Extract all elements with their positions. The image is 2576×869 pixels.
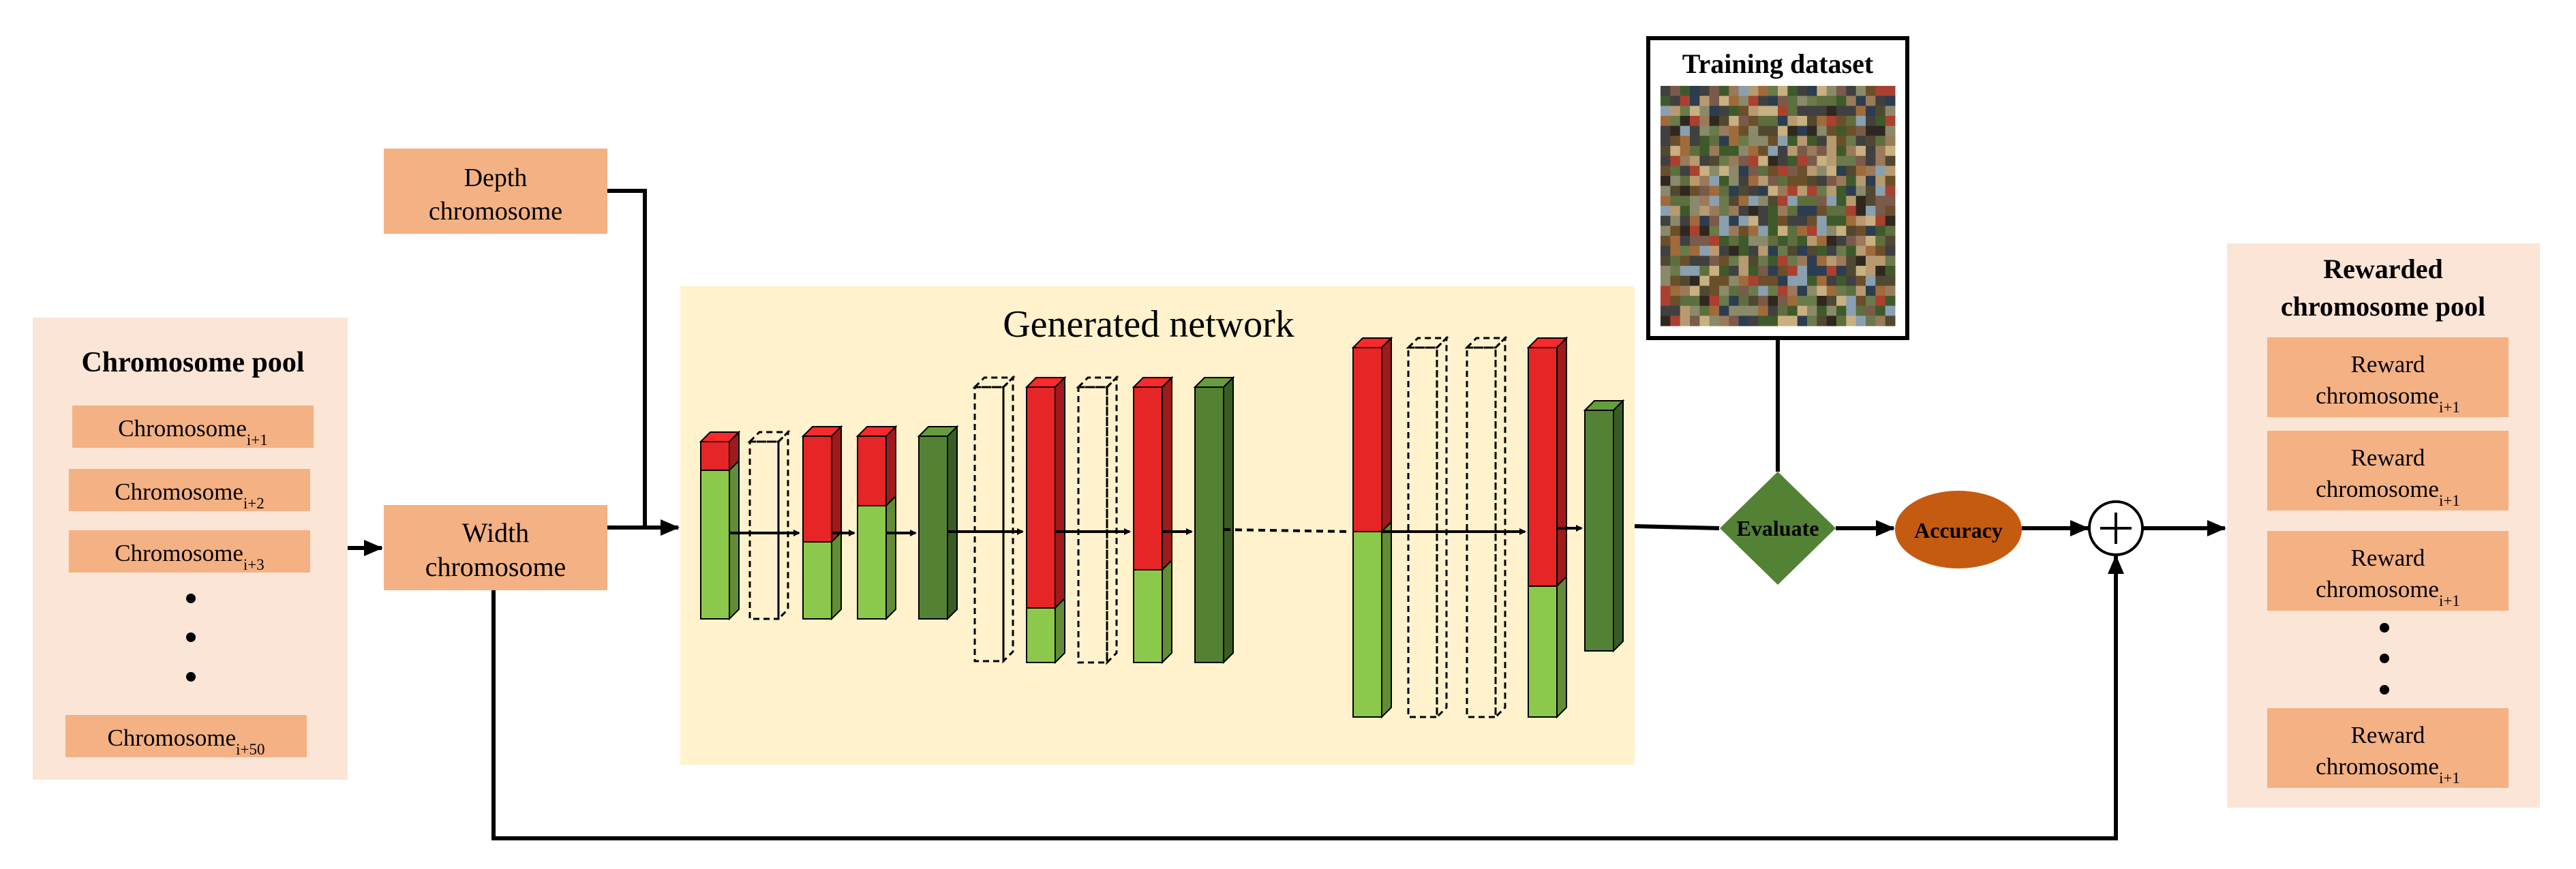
ellipsis-dot [186,672,196,682]
plus-icon [2088,500,2144,556]
width-chromosome-line2: chromosome [425,551,566,582]
depth-chromosome-line2: chromosome [429,197,562,226]
reward-chip-3-line2: chromosomei+1 [2316,576,2460,609]
pool-chip-2-label: Chromosomei+2 [115,478,264,512]
reward-chip-2: Reward chromosomei+1 [2267,431,2509,510]
network-layer-11 [1351,336,1393,719]
accuracy-node: Accuracy [1895,491,2022,568]
rewarded-pool-title-2: chromosome pool [2281,291,2485,322]
network-layer-4 [855,425,898,621]
reward-chip-last: Reward chromosomei+1 [2267,708,2509,788]
network-layer-7 [1025,376,1067,665]
ellipsis-dot [186,632,196,642]
pool-chip-2: Chromosomei+2 [69,469,310,512]
network-layer-12 [1406,335,1449,720]
accuracy-label: Accuracy [1914,518,2003,543]
depth-chromosome: Depth chromosome [384,149,607,234]
reward-chip-2-line1: Reward [2351,444,2425,471]
network-layer-13 [1464,335,1508,720]
network-layer-8 [1076,375,1119,665]
network-layers [699,335,1625,720]
arrow-width-bypass-to-plus [491,555,2124,840]
reward-chip-1: Reward chromosomei+1 [2267,337,2509,417]
pool-chip-last: Chromosomei+50 [65,715,307,758]
training-dataset: Training dataset [1646,36,1909,340]
width-chromosome-line1: Width [462,517,529,548]
line-network-to-evaluate [1634,524,1720,530]
reward-chip-3-line1: Reward [2351,545,2425,571]
network-layer-2 [747,429,791,622]
network-layer-10 [1193,376,1235,665]
evaluate-node: Evaluate [1720,472,1836,585]
generated-network-title: Generated network [1003,303,1294,346]
reward-chip-1-line1: Reward [2351,351,2425,378]
rewarded-pool-title-1: Rewarded [2323,254,2443,284]
chromosome-pool: Chromosome pool Chromosomei+1 Chromosome… [33,318,348,780]
pool-chip-3: Chromosomei+3 [69,530,310,573]
mosaic-image [1661,86,1896,326]
depth-chromosome-line1: Depth [464,164,528,192]
network-layer-1 [699,430,741,621]
network-layer-5 [917,425,959,621]
connectors [348,189,2226,840]
width-chromosome: Width chromosome [384,505,607,590]
ellipsis-dot [2380,685,2389,695]
reward-chip-2-line2: chromosomei+1 [2316,476,2460,509]
ellipsis-dot [2380,623,2389,632]
network-layer-14 [1526,336,1569,719]
pool-chip-3-label: Chromosomei+3 [115,540,264,573]
network-layer-15 [1583,399,1625,653]
rewarded-pool: Rewarded chromosome pool Reward chromoso… [2227,243,2540,808]
pool-chip-last-label: Chromosomei+50 [108,725,265,758]
chromosome-pool-title: Chromosome pool [81,347,304,378]
evaluate-label: Evaluate [1737,516,1819,540]
pool-chip-1: Chromosomei+1 [72,406,314,448]
network-layer-3 [801,425,843,621]
reward-chip-last-line2: chromosomei+1 [2316,753,2460,787]
network-layer-6 [972,375,1016,664]
ellipsis-dot [2380,654,2389,663]
line-depth-down [607,189,647,528]
ellipsis-dot [186,594,196,603]
reward-chip-3: Reward chromosomei+1 [2267,531,2509,611]
generated-network: Generated network [680,286,1635,765]
training-dataset-title: Training dataset [1682,48,1874,79]
network-layer-9 [1132,376,1174,665]
reward-chip-last-line1: Reward [2351,722,2425,748]
network-flow-arrows [729,525,1583,536]
reward-chip-1-line2: chromosomei+1 [2316,382,2460,416]
pool-chip-1-label: Chromosomei+1 [118,415,267,448]
